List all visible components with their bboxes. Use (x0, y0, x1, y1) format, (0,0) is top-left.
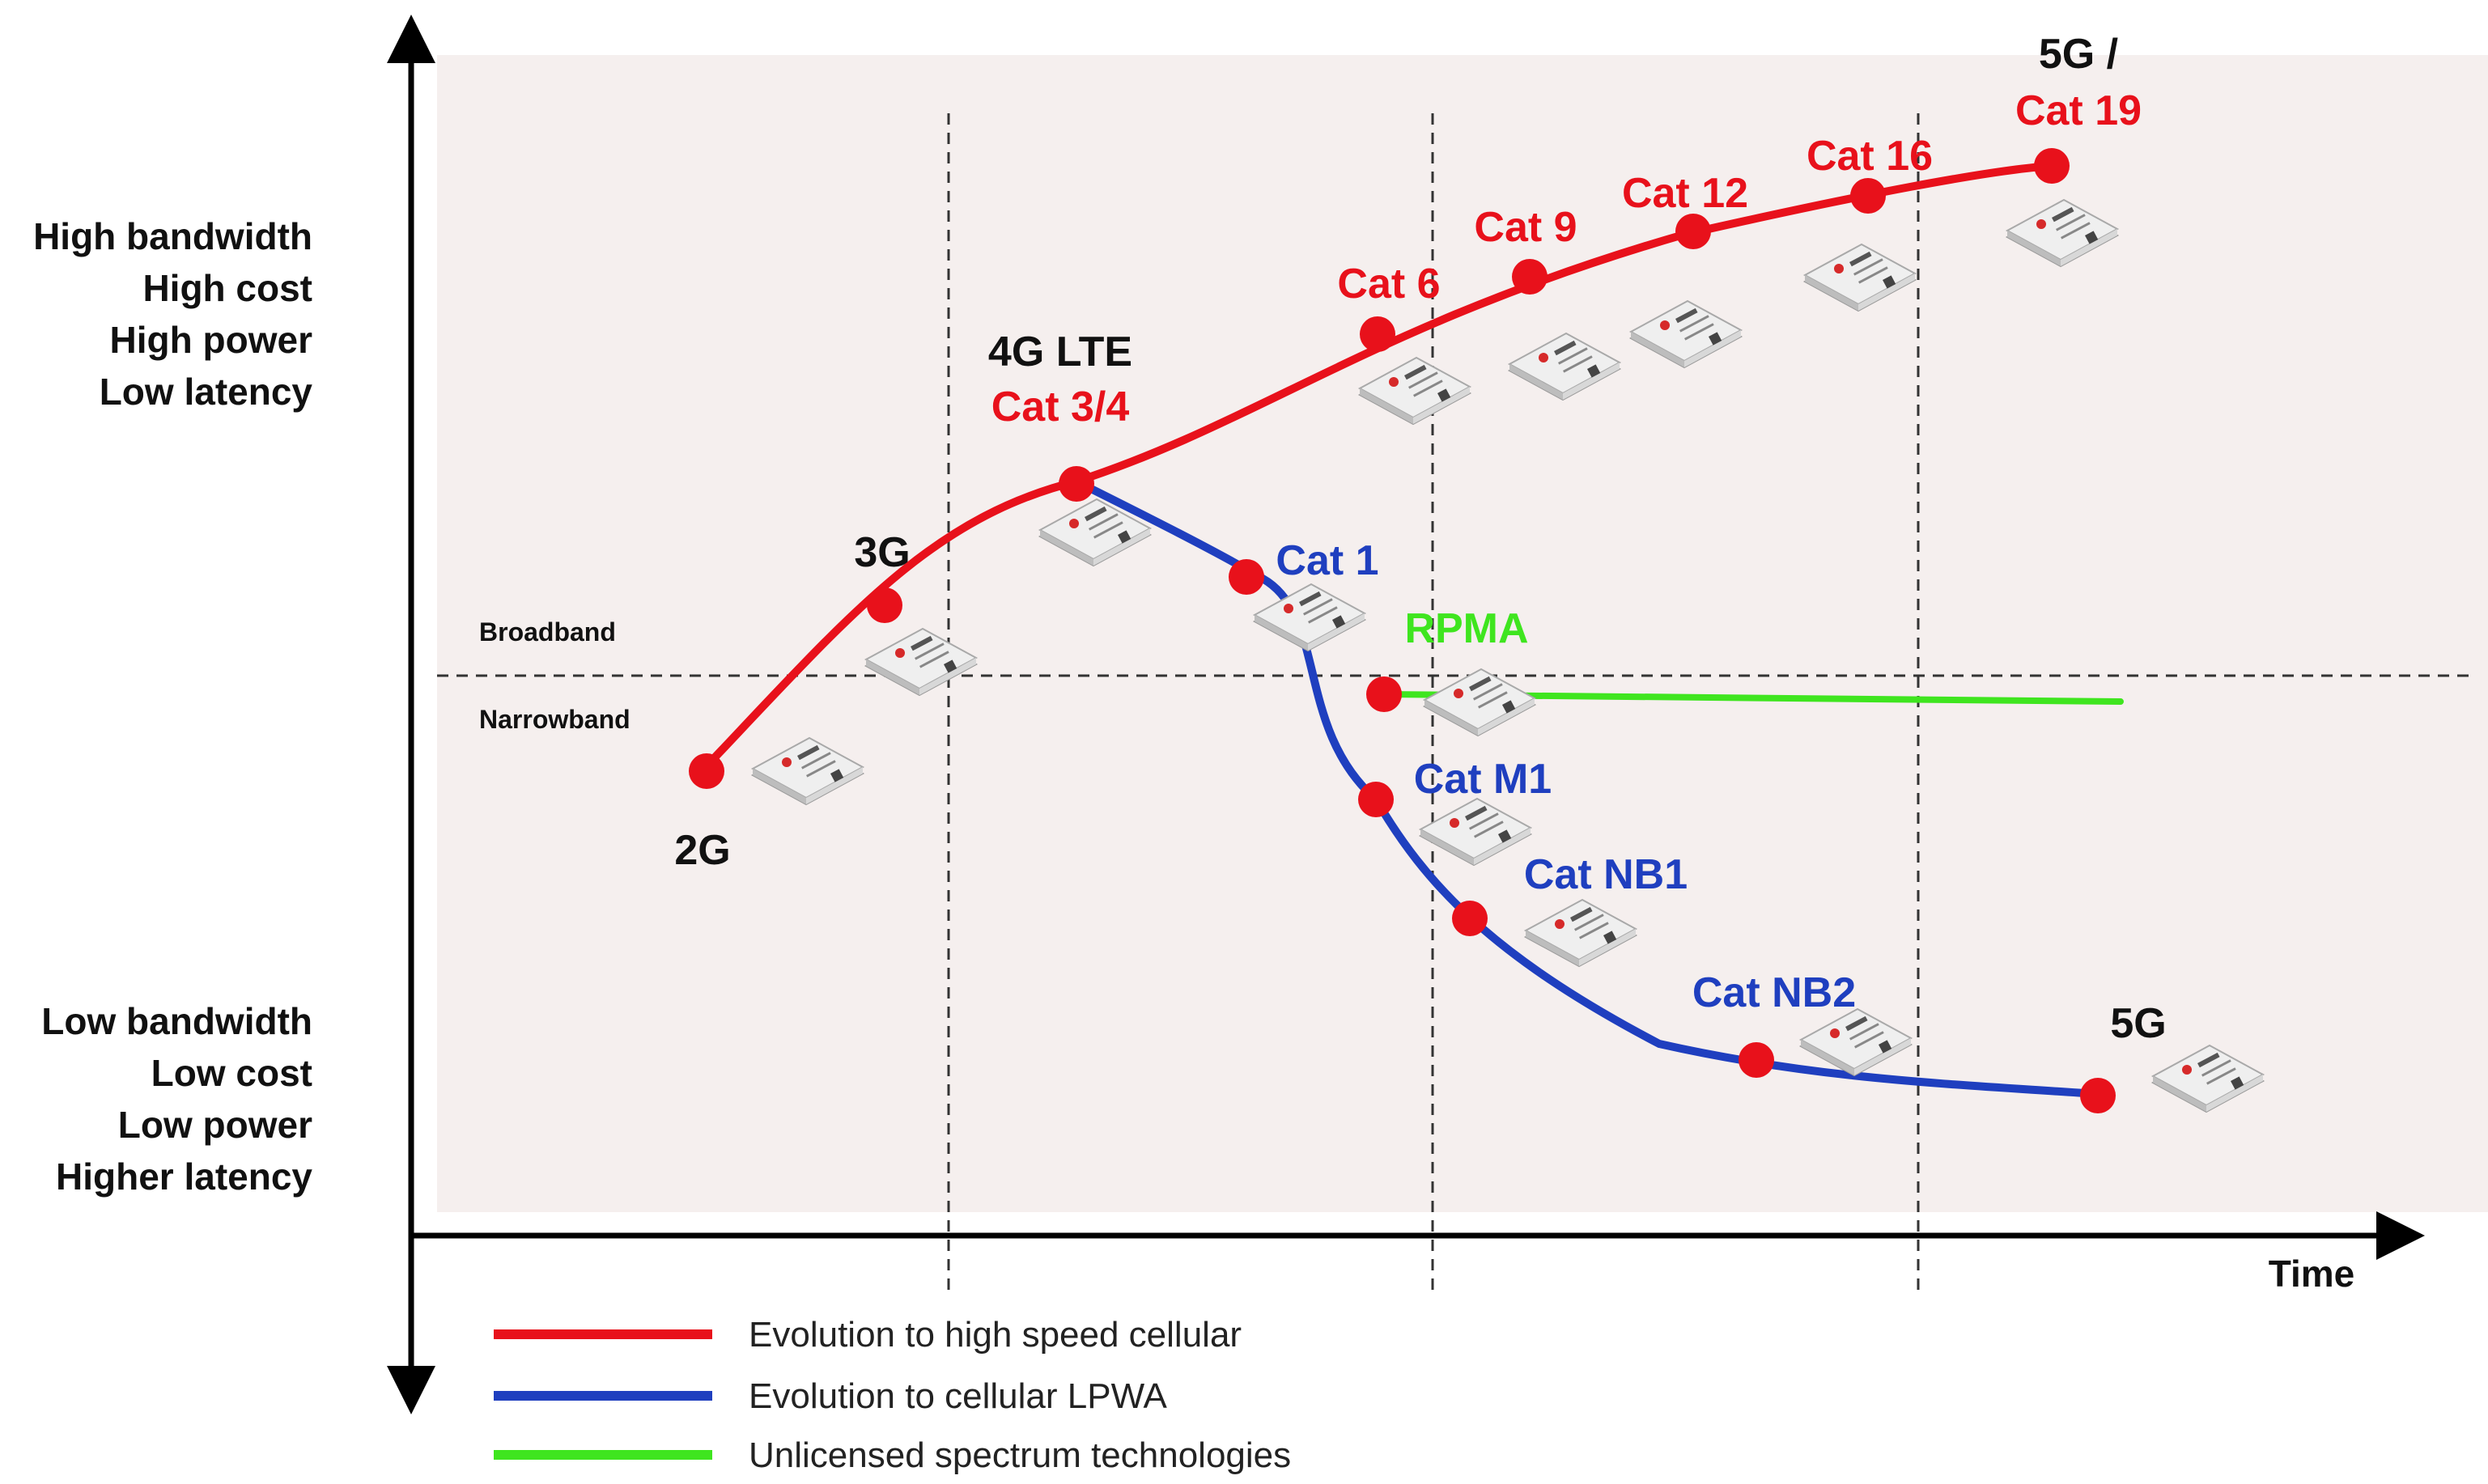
legend-label: Evolution to cellular LPWA (749, 1376, 1167, 1416)
legend-label: Evolution to high speed cellular (749, 1315, 1242, 1355)
node-lte (1059, 466, 1094, 502)
background-panel (437, 55, 2488, 1212)
label-cat9: Cat 9 (1474, 204, 1577, 251)
legend-label: Unlicensed spectrum technologies (749, 1435, 1291, 1475)
label-5g-low: 5G (2110, 1000, 2166, 1047)
node-catnb1 (1452, 901, 1488, 936)
label-lte-cat: Cat 3/4 (991, 384, 1130, 430)
x-axis-arrow (2376, 1211, 2425, 1260)
node-catnb2 (1739, 1042, 1774, 1078)
axis-bottom-label: Low bandwidth (41, 1000, 312, 1042)
node-5g-low (2080, 1078, 2116, 1113)
node-cat1 (1229, 559, 1264, 595)
band-label-narrowband: Narrowband (479, 705, 630, 734)
node-2g (689, 753, 724, 789)
axis-top-label: High power (110, 319, 313, 361)
label-rpma: RPMA (1404, 605, 1528, 652)
legend: Evolution to high speed cellular Evoluti… (494, 1315, 1291, 1475)
node-cat6 (1360, 316, 1395, 352)
label-5g-top-title: 5G / (2039, 31, 2118, 78)
label-cat16: Cat 16 (1807, 133, 1933, 180)
label-3g: 3G (854, 529, 910, 576)
axis-bottom-label: Low cost (151, 1052, 312, 1094)
axis-bottom-label: Higher latency (56, 1155, 312, 1198)
label-cat6: Cat 6 (1337, 261, 1440, 307)
label-5g-top-cat: Cat 19 (2015, 87, 2142, 134)
label-catnb2: Cat NB2 (1692, 969, 1856, 1016)
label-cat1: Cat 1 (1276, 537, 1378, 584)
node-cat12 (1675, 214, 1711, 249)
label-lte-title: 4G LTE (988, 329, 1132, 375)
y-axis-arrow-up (387, 15, 435, 63)
node-3g (867, 587, 902, 623)
label-catnb1: Cat NB1 (1524, 851, 1688, 898)
label-2g: 2G (674, 827, 730, 874)
label-cat12: Cat 12 (1622, 170, 1748, 217)
axis-top-label: Low latency (100, 371, 313, 413)
node-cat9 (1512, 259, 1548, 295)
y-axis-arrow-down (387, 1366, 435, 1414)
axis-top-label: High bandwidth (33, 215, 312, 257)
time-label: Time (2269, 1253, 2355, 1295)
node-cat19 (2034, 148, 2070, 184)
node-catm1 (1358, 782, 1394, 817)
label-catm1: Cat M1 (1414, 756, 1552, 803)
node-cat16 (1850, 178, 1886, 214)
axis-top-label: High cost (142, 267, 312, 309)
node-rpma (1366, 676, 1402, 712)
band-label-broadband: Broadband (479, 617, 616, 647)
axis-bottom-label: Low power (118, 1104, 312, 1146)
